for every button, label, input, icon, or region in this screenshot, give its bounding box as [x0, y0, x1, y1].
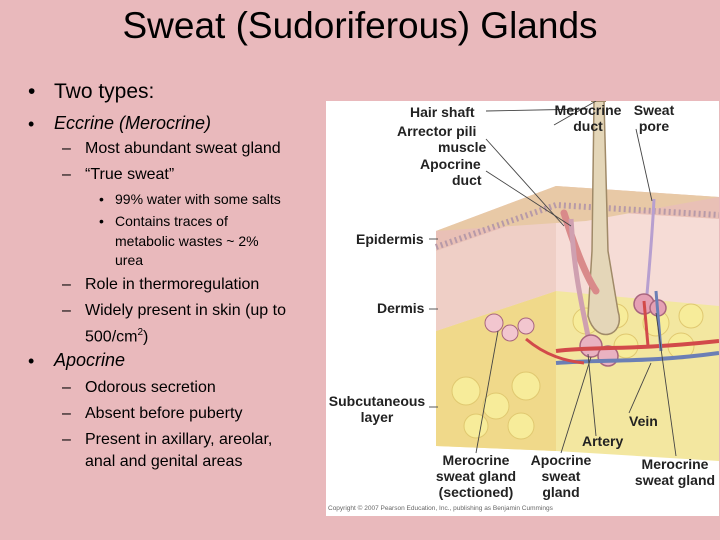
bullet-apocrine: Apocrine [54, 350, 126, 370]
dash-marker: – [62, 431, 71, 448]
apocrine-point-2: Absent before puberty [85, 405, 243, 422]
dash-marker: – [62, 302, 71, 319]
label-hair-shaft: Hair shaft [410, 104, 475, 120]
apocrine-point-1: Odorous secretion [85, 379, 216, 396]
eccrine-point-4-line1: Widely present in skin (up to [85, 302, 286, 319]
skin-illustration [429, 101, 719, 461]
bullet-marker: • [28, 114, 35, 134]
eccrine-point-1: Most abundant sweat gland [85, 140, 281, 157]
label-arrector-pili: Arrector pili [397, 123, 477, 139]
figure-copyright: Copyright © 2007 Pearson Education, Inc.… [328, 505, 553, 512]
label-apocrine-duct: Apocrine [420, 156, 481, 172]
dash-marker: – [62, 379, 71, 396]
label-epidermis: Epidermis [356, 231, 424, 247]
bullet-eccrine: Eccrine (Merocrine) [54, 113, 212, 133]
slide-title: Sweat (Sudoriferous) Glands [122, 5, 598, 46]
dash-marker: – [62, 276, 71, 293]
bullet-two-types: Two types: [54, 80, 155, 103]
label-apocrine-duct-2: duct [452, 172, 482, 188]
eccrine-subpoint-2-line2: metabolic wastes ~ 2% [115, 233, 259, 249]
eccrine-subpoint-2-line1: Contains traces of [115, 213, 228, 229]
eccrine-subpoint-2-line3: urea [115, 252, 144, 268]
eccrine-point-2: “True sweat” [85, 166, 175, 183]
sub-bullet-marker: • [99, 213, 104, 229]
dash-marker: – [62, 405, 71, 422]
dash-marker: – [62, 140, 71, 157]
dash-marker: – [62, 166, 71, 183]
label-artery: Artery [582, 433, 624, 449]
label-vein: Vein [629, 413, 658, 429]
bullet-marker: • [28, 351, 35, 371]
label-arrector-pili-muscle: muscle [438, 139, 487, 155]
eccrine-point-4-line2: 500/cm2) [85, 327, 149, 346]
apocrine-point-3-line1: Present in axillary, areolar, [85, 431, 273, 448]
skin-cross-section-figure: Hair shaft Arrector pili muscle Apocrine… [326, 101, 719, 516]
sub-bullet-marker: • [99, 191, 104, 207]
bullet-marker: • [28, 80, 36, 103]
eccrine-point-3: Role in thermoregulation [85, 276, 260, 293]
label-dermis: Dermis [377, 300, 425, 316]
apocrine-point-3-line2: anal and genital areas [85, 453, 243, 470]
eccrine-subpoint-1: 99% water with some salts [115, 191, 281, 207]
